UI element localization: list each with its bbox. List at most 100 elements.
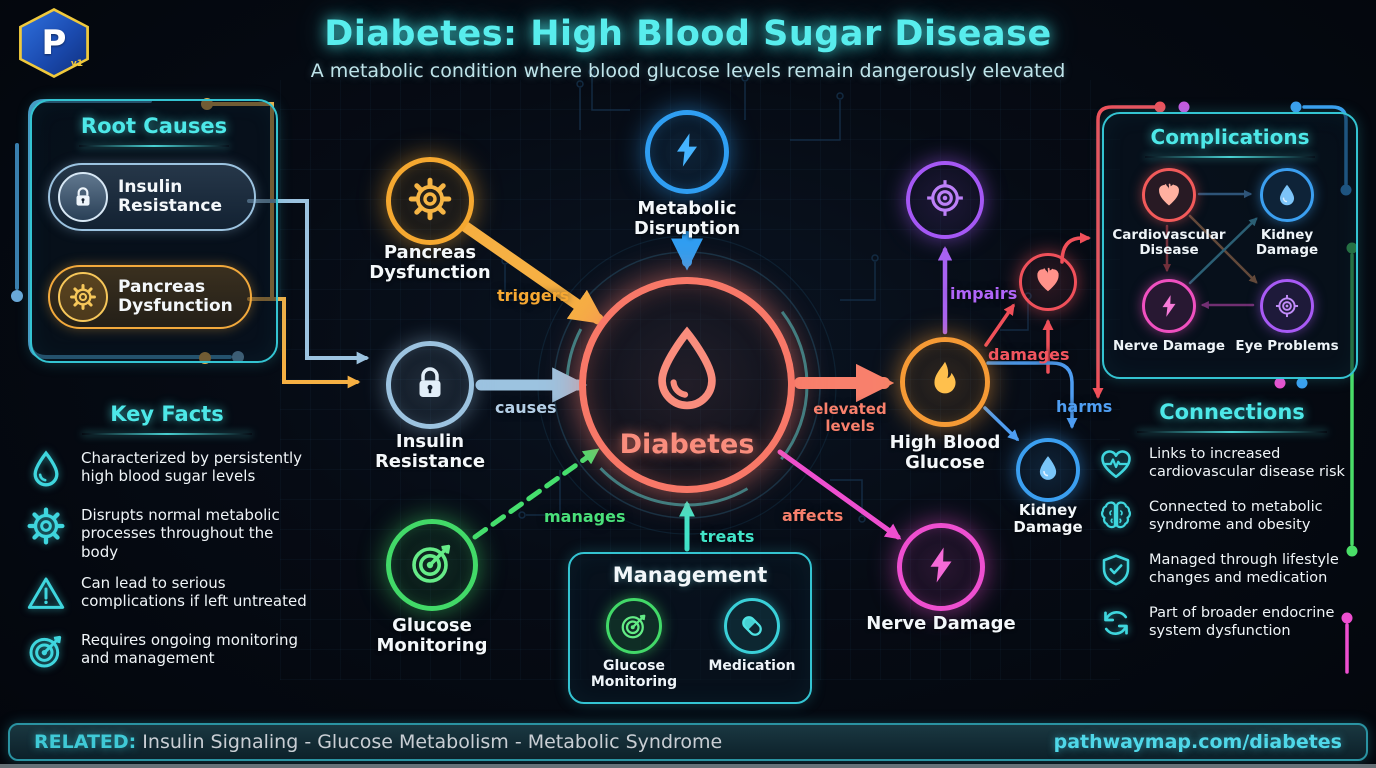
droplet-icon	[1260, 168, 1314, 222]
gear-icon	[407, 176, 453, 226]
management-item-label: Glucose Monitoring	[590, 658, 678, 690]
heart-icon	[1033, 265, 1063, 299]
connections-section: Connections Links to increased cardiovas…	[1098, 400, 1366, 645]
harms-arrow-2	[983, 406, 1020, 442]
logo-letter: P	[41, 23, 67, 63]
kidney-damage-node	[1016, 438, 1080, 502]
management-title: Management	[612, 563, 768, 587]
complication-eye-problems: Eye Problems	[1228, 279, 1346, 354]
crosshair-icon	[924, 177, 966, 223]
gear-icon	[58, 272, 108, 322]
shield-check-icon	[1098, 552, 1134, 592]
connection-text: Connected to metabolic syndrome and obes…	[1149, 499, 1323, 533]
complication-label: Cardiovascular Disease	[1112, 227, 1226, 259]
complications-panel: Complications Cardiovascular Disease Kid…	[1102, 112, 1358, 379]
footer-bar: RELATED: Insulin Signaling - Glucose Met…	[8, 723, 1368, 761]
root-causes-underline	[79, 145, 229, 147]
management-item-glucose-monitoring: Glucose Monitoring	[578, 598, 690, 690]
related-topics: RELATED: Insulin Signaling - Glucose Met…	[34, 731, 722, 753]
key-fact-item: Requires ongoing monitoring and manageme…	[26, 631, 308, 675]
root-causes-panel: Root Causes Insulin Resistance Pancreas …	[30, 99, 278, 363]
glucose-monitoring-label: Glucose Monitoring	[376, 615, 488, 656]
relationship-arrows	[460, 221, 1091, 552]
edge-label-impairs: impairs	[950, 284, 1018, 303]
management-panel: Management Glucose Monitoring Medication	[568, 552, 812, 704]
complications-underline	[1145, 156, 1315, 158]
logo-version: v1	[70, 59, 83, 69]
connection-item: Part of broader endocrine system dysfunc…	[1098, 605, 1366, 645]
high-blood-glucose-label: High Blood Glucose	[889, 432, 1001, 473]
page-subtitle: A metabolic condition where blood glucos…	[310, 60, 1066, 82]
pancreas-dysfunction-label: Pancreas Dysfunction	[369, 242, 491, 283]
kidney-damage-label: Kidney Damage	[1013, 501, 1083, 536]
crosshair-icon	[1260, 279, 1314, 333]
key-facts-title: Key Facts	[110, 402, 224, 426]
management-item-label: Medication	[708, 658, 796, 674]
insulin-resistance-label: Insulin Resistance	[374, 431, 486, 472]
edge-label-harms: harms	[1056, 397, 1113, 416]
complication-cardiovascular-disease: Cardiovascular Disease	[1110, 168, 1228, 258]
insulin-resistance-node	[386, 341, 474, 429]
droplet-icon	[641, 323, 733, 419]
related-label: RELATED:	[34, 731, 137, 753]
key-fact-text: Disrupts normal metabolic processes thro…	[81, 506, 280, 561]
key-fact-text: Requires ongoing monitoring and manageme…	[81, 630, 299, 668]
key-fact-item: Can lead to serious complications if lef…	[26, 574, 308, 618]
complications-title: Complications	[1150, 125, 1310, 149]
edge-label-elevated-levels: elevated levels	[813, 400, 887, 436]
edge-label-treats: treats	[700, 527, 755, 546]
diabetes-circle: Diabetes	[579, 277, 795, 493]
connections-underline	[1137, 431, 1327, 433]
root-causes-title: Root Causes	[80, 114, 228, 138]
edge-label-affects: affects	[782, 506, 844, 525]
connection-text: Part of broader endocrine system dysfunc…	[1149, 605, 1335, 639]
complication-label: Nerve Damage	[1112, 338, 1226, 354]
heart-pulse-icon	[1098, 446, 1134, 486]
root-cause-pancreas-dysfunction: Pancreas Dysfunction	[48, 265, 252, 329]
connection-text: Managed through lifestyle changes and me…	[1149, 552, 1339, 586]
edge-label-damages: damages	[988, 345, 1070, 364]
target-icon	[408, 539, 456, 591]
website-url: pathwaymap.com/diabetes	[1053, 731, 1342, 753]
pathwaymap-logo: P v1	[16, 8, 92, 78]
key-facts-section: Key Facts Characterized by persistently …	[26, 402, 308, 675]
affects-arrow	[777, 449, 902, 540]
key-fact-item: Disrupts normal metabolic processes thro…	[26, 506, 308, 561]
target-icon	[606, 598, 662, 654]
nerve-damage-node	[897, 523, 985, 611]
key-facts-underline	[82, 433, 252, 435]
key-fact-text: Can lead to serious complications if lef…	[81, 573, 307, 611]
connection-item: Links to increased cardiovascular diseas…	[1098, 446, 1366, 486]
complication-label: Kidney Damage	[1255, 227, 1319, 259]
management-item-medication: Medication	[696, 598, 808, 675]
connection-item: Connected to metabolic syndrome and obes…	[1098, 499, 1366, 539]
metabolic-disruption-label: Metabolic Disruption	[633, 198, 741, 239]
edge-label-triggers: triggers	[497, 286, 570, 305]
cardiovascular-node	[1019, 253, 1077, 311]
capsule-icon	[724, 598, 780, 654]
key-fact-item: Characterized by persistently high blood…	[26, 449, 308, 493]
pancreas-dysfunction-node	[386, 157, 474, 245]
lock-icon	[409, 362, 451, 408]
bolt-icon	[667, 130, 707, 174]
heart-icon	[1142, 168, 1196, 222]
bottom-strip	[0, 764, 1376, 768]
root-cause-label: Insulin Resistance	[118, 176, 222, 216]
edge-label-manages: manages	[544, 507, 626, 526]
refresh-icon	[1098, 605, 1134, 645]
high-blood-glucose-node	[900, 337, 990, 427]
root-cause-label: Pancreas Dysfunction	[118, 276, 233, 316]
triggers-arrow	[460, 221, 606, 325]
brain-icon	[1098, 499, 1134, 539]
metabolic-disruption-node	[645, 110, 729, 194]
complication-kidney-damage: Kidney Damage	[1228, 168, 1346, 258]
impairment-target-node	[906, 161, 984, 239]
harms-arrow-1	[986, 361, 1078, 429]
complication-label: Eye Problems	[1235, 338, 1339, 354]
flame-icon	[922, 357, 968, 407]
connection-text: Links to increased cardiovascular diseas…	[1149, 446, 1345, 480]
related-text: Insulin Signaling - Glucose Metabolism -…	[136, 731, 723, 753]
bolt-icon	[920, 544, 962, 590]
root-cause-insulin-resistance: Insulin Resistance	[48, 163, 256, 231]
glucose-monitoring-node	[386, 519, 478, 611]
